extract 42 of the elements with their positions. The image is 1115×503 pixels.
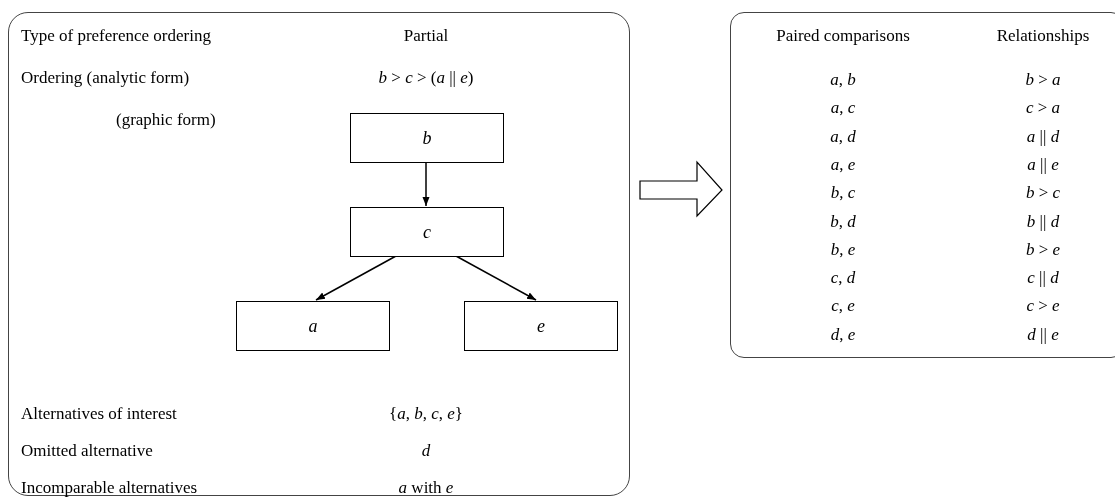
arrow bbox=[422, 161, 430, 207]
row-label: Incomparable alternatives bbox=[21, 477, 198, 499]
table-cell-text: b || d bbox=[1025, 210, 1061, 233]
table-cell-text: c, e bbox=[830, 295, 856, 318]
table-cell-text: b > c bbox=[1024, 182, 1062, 205]
table-cell-text: a, c bbox=[829, 97, 857, 120]
table-cell-text: d, e bbox=[829, 323, 857, 346]
table-cell-text: b > e bbox=[1024, 238, 1062, 261]
table-cell-text: c > a bbox=[1024, 97, 1062, 120]
table-cell-text: c, d bbox=[829, 267, 857, 290]
table-cell-text: c > e bbox=[1025, 295, 1061, 318]
table-cell-text: b, c bbox=[829, 182, 857, 205]
value-text: a with e bbox=[397, 477, 455, 499]
table-cell-text: b > a bbox=[1024, 69, 1062, 91]
table-cell-text: a, b bbox=[829, 69, 857, 91]
row-label: Omitted alternative bbox=[21, 440, 153, 462]
arrow bbox=[315, 255, 397, 301]
column-header: Paired comparisons bbox=[775, 25, 911, 47]
arrow bbox=[455, 255, 537, 301]
row-label: (graphic form) bbox=[116, 109, 216, 131]
column-header: Relationships bbox=[995, 25, 1091, 47]
formula-text: b > c > (a || e) bbox=[377, 67, 475, 89]
node-box: b bbox=[350, 113, 504, 163]
table-cell-text: b, e bbox=[829, 238, 857, 261]
table-cell-text: d || e bbox=[1026, 323, 1060, 346]
row-label: Alternatives of interest bbox=[21, 403, 177, 425]
table-cell-text: a || d bbox=[1025, 125, 1061, 148]
row-label: Type of preference ordering bbox=[21, 25, 211, 47]
table-cell-text: a, e bbox=[829, 153, 857, 176]
set-text: {a, b, c, e} bbox=[388, 403, 464, 425]
node-box: e bbox=[464, 301, 618, 351]
node-box: a bbox=[236, 301, 390, 351]
table-cell-text: a || e bbox=[1026, 153, 1060, 176]
rounded-panel bbox=[8, 12, 630, 496]
node-box: c bbox=[350, 207, 504, 257]
row-label: Ordering (analytic form) bbox=[21, 67, 190, 89]
table-cell-text: b, d bbox=[829, 210, 857, 233]
table-cell-text: a, d bbox=[829, 125, 857, 148]
value-text: Partial bbox=[402, 25, 450, 47]
block-arrow bbox=[639, 160, 723, 218]
table-cell-text: c || d bbox=[1026, 267, 1060, 290]
value-text: d bbox=[420, 440, 432, 462]
